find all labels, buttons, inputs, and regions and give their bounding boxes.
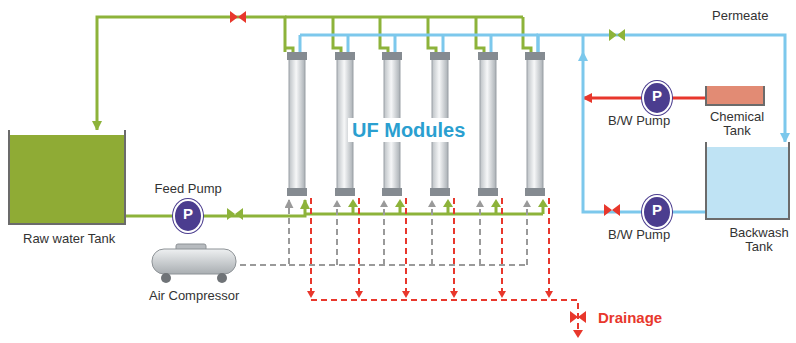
tank-label: Chemical Tank: [704, 110, 770, 138]
pipe-connector: [670, 97, 705, 100]
feed-manifold: [305, 206, 543, 214]
air-manifold: [289, 207, 527, 265]
drain-arrowheads: [307, 291, 583, 338]
module-cap: [287, 188, 307, 196]
air-compressor: Air Compressor: [148, 246, 240, 284]
pipe-connector: [126, 215, 175, 218]
pipe-connector: [670, 211, 705, 214]
module-cap: [430, 52, 450, 60]
pipe-connector: [240, 200, 289, 265]
pipe-connector: [583, 52, 644, 212]
uf-module: [478, 52, 498, 196]
module-tube: [527, 58, 543, 190]
module-cap: [430, 188, 450, 196]
pump-symbol-letter: P: [175, 201, 201, 227]
drain-label: Drainage: [598, 309, 662, 327]
uf-module: [287, 52, 307, 196]
backwash-pump: PB/W Pump: [644, 197, 670, 227]
feed-pump: PFeed Pump: [175, 201, 201, 231]
drain-manifold: [311, 198, 578, 331]
tank-label: Raw water Tank: [23, 231, 115, 246]
module-cap: [525, 188, 545, 196]
backwash-tank: Backwash Tank: [705, 142, 790, 220]
module-cap: [478, 188, 498, 196]
pump-symbol-letter: P: [644, 83, 670, 109]
valve-symbol: [609, 29, 625, 41]
module-cap: [382, 188, 402, 196]
module-cap: [478, 52, 498, 60]
air-compressor-drawing: [152, 244, 236, 283]
valve-symbol: [230, 11, 246, 23]
pump-label: B/W Pump: [608, 227, 670, 242]
pipe-connector: [97, 17, 285, 130]
valve-symbol: [604, 204, 620, 216]
flow-label: Permeate: [712, 8, 768, 23]
uf-module: [525, 52, 545, 196]
module-tube: [289, 58, 305, 190]
raw-water-tank: Raw water Tank: [8, 130, 126, 225]
module-cap: [335, 52, 355, 60]
pump-symbol-letter: P: [644, 197, 670, 223]
compressor-label: Air Compressor: [149, 288, 239, 303]
feed-arrowheads: [348, 199, 548, 207]
pump-label: B/W Pump: [608, 113, 670, 128]
chemical-tank: Chemical Tank: [705, 86, 765, 106]
module-cap: [335, 188, 355, 196]
module-cap: [382, 52, 402, 60]
pump-label: Feed Pump: [155, 181, 222, 196]
compressor-wheel: [217, 273, 227, 283]
valve-symbol: [227, 208, 243, 220]
tank-label: Backwash Tank: [726, 226, 792, 254]
compressor-tank: [152, 249, 236, 274]
uf-module-bank: UF Modules: [284, 52, 583, 200]
backwash-pump: PB/W Pump: [644, 83, 670, 113]
module-cap: [525, 52, 545, 60]
module-tube: [480, 58, 496, 190]
compressor-wheel: [161, 273, 171, 283]
valve-symbol: [570, 311, 586, 323]
module-cap: [287, 52, 307, 60]
permeate-manifold: [300, 35, 583, 52]
uf-title: UF Modules: [348, 118, 469, 142]
pipe-connector: [538, 35, 785, 142]
pipe-connector: [583, 97, 644, 100]
